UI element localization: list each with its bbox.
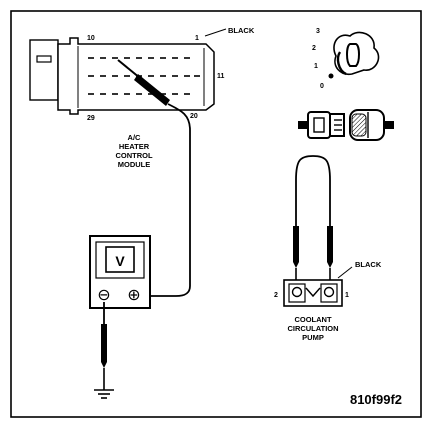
svg-text:CIRCULATION: CIRCULATION <box>287 324 338 333</box>
svg-text:0: 0 <box>320 83 324 90</box>
pump-connector <box>283 279 343 307</box>
module-label: A/C HEATER CONTROL MODULE <box>115 133 152 169</box>
svg-text:MODULE: MODULE <box>118 160 151 169</box>
svg-text:PUMP: PUMP <box>302 333 324 342</box>
ground-symbol <box>94 389 114 399</box>
pin-number-11: 11 <box>217 73 225 80</box>
jumper-wire <box>293 155 333 290</box>
pump-pin-1: 1 <box>345 292 349 299</box>
disconnect-connector-icon <box>298 109 394 141</box>
meter-display: V <box>115 253 125 269</box>
negative-test-lead <box>101 302 107 390</box>
connector-color-leader <box>204 28 227 37</box>
pump-color-leader <box>337 266 353 279</box>
pin-number-29: 29 <box>87 115 95 122</box>
svg-text:A/C: A/C <box>128 133 142 142</box>
pump-label: COOLANT CIRCULATION PUMP <box>287 315 338 342</box>
svg-text:HEATER: HEATER <box>119 142 150 151</box>
svg-text:CONTROL: CONTROL <box>115 151 152 160</box>
pin-number-10: 10 <box>87 35 95 42</box>
figure-id: 810f99f2 <box>350 392 402 407</box>
svg-text:COOLANT: COOLANT <box>294 315 331 324</box>
ignition-positions: 3 2 1 0 <box>312 28 324 90</box>
pin-number-1: 1 <box>195 35 199 42</box>
svg-text:2: 2 <box>312 45 316 52</box>
positive-test-lead <box>148 103 191 297</box>
pin-number-20: 20 <box>190 113 198 120</box>
figure-frame <box>10 10 422 418</box>
ignition-key-icon <box>328 31 380 79</box>
svg-text:1: 1 <box>314 63 318 70</box>
svg-text:3: 3 <box>316 28 320 35</box>
pump-pin-2: 2 <box>274 292 278 299</box>
meter-positive-terminal: ⊕ <box>127 287 140 304</box>
voltmeter <box>89 235 151 309</box>
module-connector <box>29 37 215 115</box>
pump-color-label: BLACK <box>355 260 382 269</box>
connector-color-label: BLACK <box>228 26 255 35</box>
back-probe <box>117 59 170 106</box>
meter-negative-terminal: ⊖ <box>97 287 110 304</box>
